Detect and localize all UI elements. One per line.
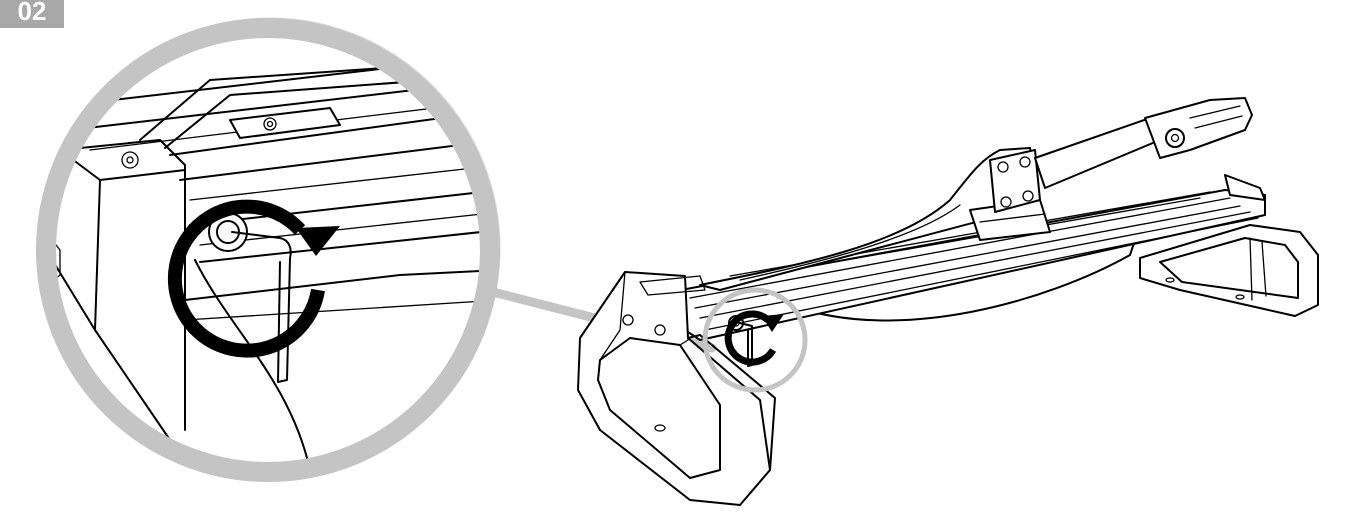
pedal-slider-assembly <box>577 97 1319 506</box>
rear-base-foot <box>1139 224 1319 317</box>
clockwise-rotate-arrow-icon <box>167 199 340 358</box>
pedal-mount-bracket <box>989 149 1041 213</box>
magnified-detail-view <box>36 17 501 482</box>
pedal-arm <box>1034 97 1253 189</box>
detail-callout-circle <box>702 287 808 393</box>
step-number-label: 02 <box>17 0 47 26</box>
small-clockwise-rotate-arrow-icon <box>724 310 784 366</box>
front-base-foot <box>577 271 776 506</box>
step-number-badge: 02 <box>0 0 64 28</box>
